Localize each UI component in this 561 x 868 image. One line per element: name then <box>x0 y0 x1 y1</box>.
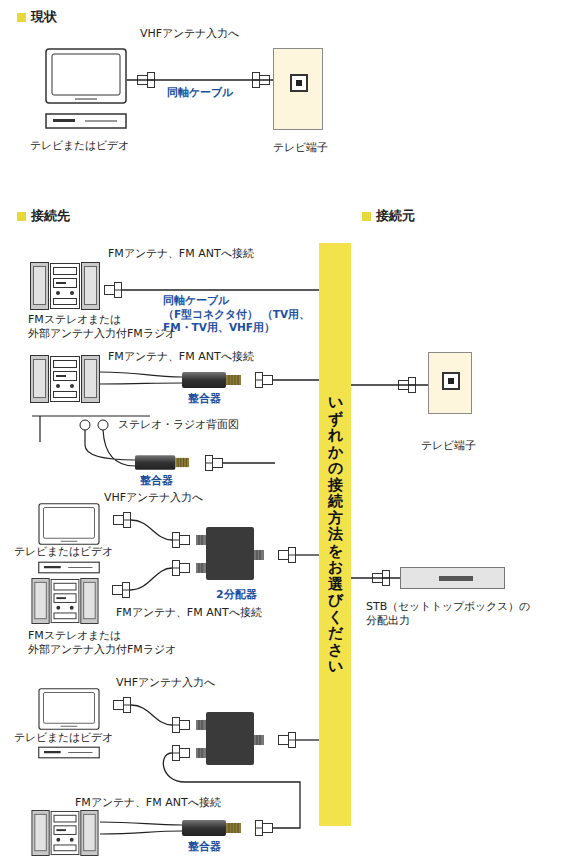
heading-marker <box>17 13 26 22</box>
plug <box>279 548 296 563</box>
device-caption: STB（セットトップボックス）の 分配出力 <box>366 600 533 629</box>
plug <box>113 583 130 598</box>
cable <box>131 705 172 725</box>
feeder-wire <box>85 430 135 466</box>
plug <box>256 373 273 388</box>
heading-marker <box>17 212 26 221</box>
matcher <box>182 372 241 388</box>
device-caption: テレビまたはビデオ <box>14 545 113 559</box>
plug <box>114 513 131 528</box>
antenna-terminal <box>80 420 90 430</box>
cable <box>131 520 172 540</box>
socket <box>442 372 460 390</box>
connection-note: VHFアンテナ入力へ <box>116 676 215 690</box>
cable <box>130 568 172 590</box>
stereo-icon <box>32 810 98 855</box>
plug <box>173 746 190 761</box>
figure-note: ステレオ・ラジオ背面図 <box>118 418 239 432</box>
stereo-icon <box>31 263 100 310</box>
plug <box>173 533 190 548</box>
feeder-wire <box>100 822 182 834</box>
tv-icon <box>39 504 99 545</box>
cable <box>273 379 319 380</box>
vcr-icon <box>39 747 99 758</box>
plug <box>256 821 273 836</box>
plug <box>105 283 122 298</box>
cable <box>296 739 319 740</box>
tv-icon <box>39 689 99 730</box>
connection-note: FMアンテナ、FM ANTへ接続 <box>108 247 254 261</box>
device-caption: FMステレオまたは 外部アンテナ入力付FMラジオ <box>28 629 178 658</box>
connection-note: FMアンテナ、FM ANTへ接続 <box>108 350 254 364</box>
cable <box>223 462 275 463</box>
stereo-icon <box>31 356 100 403</box>
matcher <box>182 820 241 836</box>
disc-slot <box>439 576 473 581</box>
section-heading: 現状 <box>31 9 57 26</box>
socket <box>290 74 308 92</box>
coax-cable <box>127 79 273 80</box>
connection-note: FMアンテナ、FM ANTへ接続 <box>116 606 262 620</box>
instruction-band: いずれかの接続方法をお選びください <box>319 243 351 826</box>
set-top-box: STB（セットトップボックス）の 分配出力 <box>400 567 505 589</box>
coax-cable <box>351 577 400 578</box>
cable-label: 同軸ケーブル <box>166 86 234 100</box>
wall-terminal: テレビ端子 <box>428 352 472 414</box>
part-label: 整合器 <box>188 840 221 854</box>
vcr-icon <box>39 562 99 573</box>
wall-terminal: テレビ端子 <box>273 48 323 130</box>
tv-icon <box>46 49 126 103</box>
splitter <box>196 527 264 580</box>
stereo-icon <box>32 578 98 623</box>
coax-cable <box>351 384 428 385</box>
connection-note: VHFアンテナ入力へ <box>140 27 239 41</box>
part-label: 2分配器 <box>216 588 257 602</box>
device-caption: テレビまたはビデオ <box>14 731 113 745</box>
cable <box>122 289 319 290</box>
device-caption: テレビまたはビデオ <box>30 139 129 153</box>
terminal-caption: テレビ端子 <box>273 141 328 155</box>
plug <box>114 698 131 713</box>
matcher <box>135 455 189 470</box>
antenna-terminal <box>98 420 108 430</box>
splitter <box>196 712 264 765</box>
heading-marker <box>362 212 371 221</box>
instruction-text: いずれかの接続方法をお選びください <box>328 394 343 675</box>
cable <box>296 554 319 555</box>
connection-note: VHFアンテナ入力へ <box>104 491 203 505</box>
vcr-icon <box>46 114 126 128</box>
part-label: 整合器 <box>188 392 221 406</box>
part-label: 整合器 <box>140 474 173 488</box>
cable <box>163 753 300 828</box>
section-heading: 接続元 <box>376 208 415 225</box>
cable-label: 同軸ケーブル （F型コネクタ付） （TV用、FM・TV用、VHF用） <box>163 294 326 335</box>
plug <box>279 733 296 748</box>
plug <box>173 561 190 576</box>
terminal-caption: テレビ端子 <box>421 439 476 453</box>
connection-note: FMアンテナ、FM ANTへ接続 <box>75 796 221 810</box>
section-heading: 接続先 <box>31 208 70 225</box>
device-caption: FMステレオまたは 外部アンテナ入力付FMラジオ <box>28 313 178 342</box>
feeder-wire <box>100 372 182 384</box>
plug <box>173 718 190 733</box>
tv-device: テレビまたはビデオ <box>45 48 127 129</box>
plug <box>206 456 223 471</box>
